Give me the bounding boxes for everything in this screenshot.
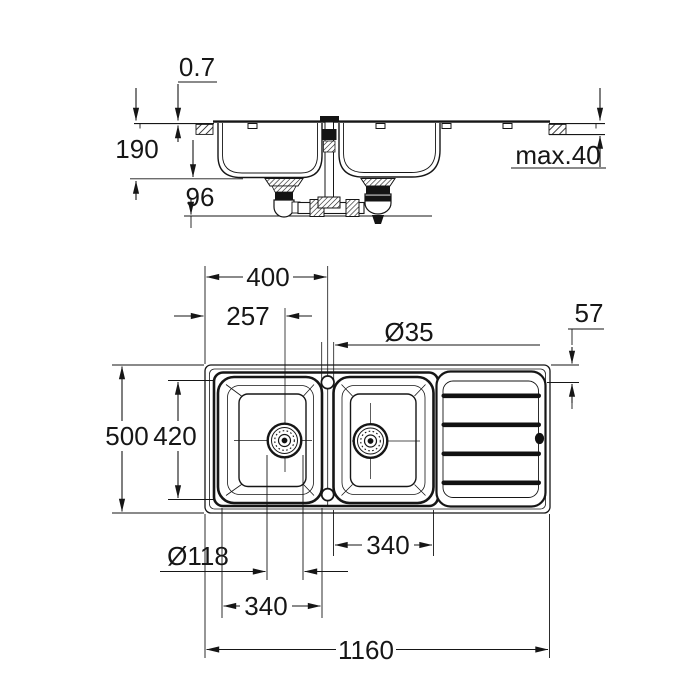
dim-drainer-edge-label: 57 xyxy=(575,298,604,328)
drainboard-groove xyxy=(441,451,541,457)
hanger-hole xyxy=(534,432,545,445)
tap-hole-bottom xyxy=(320,487,335,502)
drain-strainer-2 xyxy=(352,423,389,460)
drainboard xyxy=(435,370,547,508)
fastening-clip xyxy=(441,123,452,129)
left-trap-cup xyxy=(273,199,295,218)
bowl-2-corner-slopes xyxy=(341,384,426,496)
overflow-cap xyxy=(320,116,339,122)
drainboard-groove xyxy=(441,480,541,486)
side-elevation-view: 0.7 190 96 max.40 xyxy=(115,52,606,228)
overflow-collar xyxy=(323,140,336,153)
right-bowl-section-inner xyxy=(343,123,436,173)
drainboard-groove xyxy=(441,393,541,399)
dim-under-clearance-label: 96 xyxy=(186,182,215,212)
right-strainer-nut xyxy=(366,186,390,194)
left-strainer-nut xyxy=(275,192,293,200)
dim-overall-length-label: 1160 xyxy=(338,635,394,665)
dim-inner-width-label: 420 xyxy=(153,421,196,451)
left-bowl-section-outer xyxy=(217,123,323,179)
plan-extension-lines xyxy=(112,266,579,658)
bowl-2-mid xyxy=(341,385,426,495)
dim-rim-height-label: 0.7 xyxy=(179,52,215,82)
dim-overall-width-label: 500 xyxy=(105,421,148,451)
right-bowl-section-outer xyxy=(338,123,441,178)
fastening-clip xyxy=(502,123,513,129)
fastening-clip xyxy=(375,123,386,129)
right-trap-outlet xyxy=(372,215,384,224)
dim-bowl-depth-label: 190 xyxy=(115,134,158,164)
dim-counter-thickness-label: max.40 xyxy=(515,140,600,170)
fastening-clip xyxy=(247,123,258,129)
pipe-coupling xyxy=(345,199,360,217)
drainboard-groove xyxy=(441,422,541,428)
tap-hole-top xyxy=(320,375,335,390)
left-bowl-section-inner xyxy=(222,123,318,174)
bowl-1-mid xyxy=(227,385,314,495)
dim-bowl1-width-label: 340 xyxy=(244,591,287,621)
right-strainer-flange xyxy=(360,178,396,187)
overflow-tee xyxy=(317,196,341,209)
dim-bowl2-width-label: 340 xyxy=(366,530,409,560)
dim-tap-hole-diameter-label: Ø35 xyxy=(384,317,433,347)
dim-drain-diameter-label: Ø118 xyxy=(167,541,229,571)
bowl-1-corner-slopes xyxy=(225,384,315,496)
bowl-2-outer xyxy=(332,375,435,505)
plan-view: 400 257 Ø35 57 500 420 Ø118 340 340 1160 xyxy=(105,262,604,665)
right-trap-ring xyxy=(364,195,392,202)
bowl-2-floor xyxy=(349,393,417,488)
counter-hatch-left xyxy=(195,123,214,135)
counter-hatch-right xyxy=(548,123,567,135)
left-strainer-neck xyxy=(271,185,297,193)
left-strainer-flange xyxy=(264,178,304,187)
bowl-1-outer xyxy=(216,375,324,505)
drain-strainer-1 xyxy=(266,422,303,459)
dim-drain-offset-label: 257 xyxy=(226,301,269,331)
overflow-fitting xyxy=(322,129,337,140)
dim-tap-offset-label: 400 xyxy=(246,262,289,292)
